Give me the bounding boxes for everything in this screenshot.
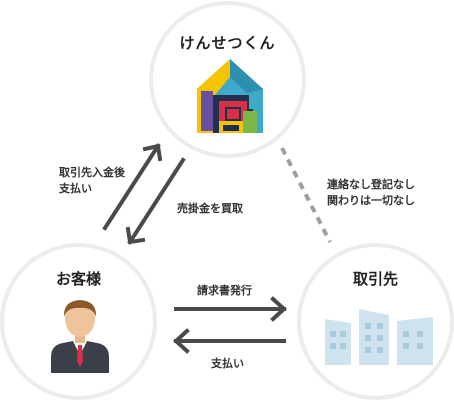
arrow-partner-to-customer — [173, 328, 286, 354]
node-partner: 取引先 — [297, 243, 454, 400]
node-system: けんせつくん — [149, 1, 306, 158]
arrow-customer-to-partner — [174, 296, 287, 322]
label-pay-after-line2: 支払い — [59, 182, 92, 195]
arrow-customer-to-system — [102, 143, 163, 231]
label-buy-receivables: 売掛金を買取 — [177, 202, 243, 215]
label-payment: 支払い — [211, 357, 244, 370]
businessman-icon — [51, 300, 109, 373]
node-partner-title: 取引先 — [352, 270, 398, 288]
node-system-title: けんせつくん — [179, 34, 276, 52]
label-pay-after-line1: 取引先入金後 — [59, 166, 125, 179]
label-invoice: 請求書発行 — [197, 284, 252, 297]
node-customer-title: お客様 — [55, 270, 101, 288]
dashed-line-system-partner — [280, 147, 332, 243]
label-no-contact-line1: 連絡なし登記なし — [327, 178, 415, 191]
buildings-icon — [325, 309, 433, 365]
node-customer: お客様 — [0, 243, 157, 400]
label-no-contact: 連絡なし登記なし 関わりは一切なし — [327, 177, 415, 209]
house-logo-icon — [197, 59, 263, 133]
arrow-system-to-customer — [125, 157, 186, 245]
label-pay-after-receipt: 取引先入金後 支払い — [59, 165, 125, 197]
label-no-contact-line2: 関わりは一切なし — [327, 194, 415, 207]
